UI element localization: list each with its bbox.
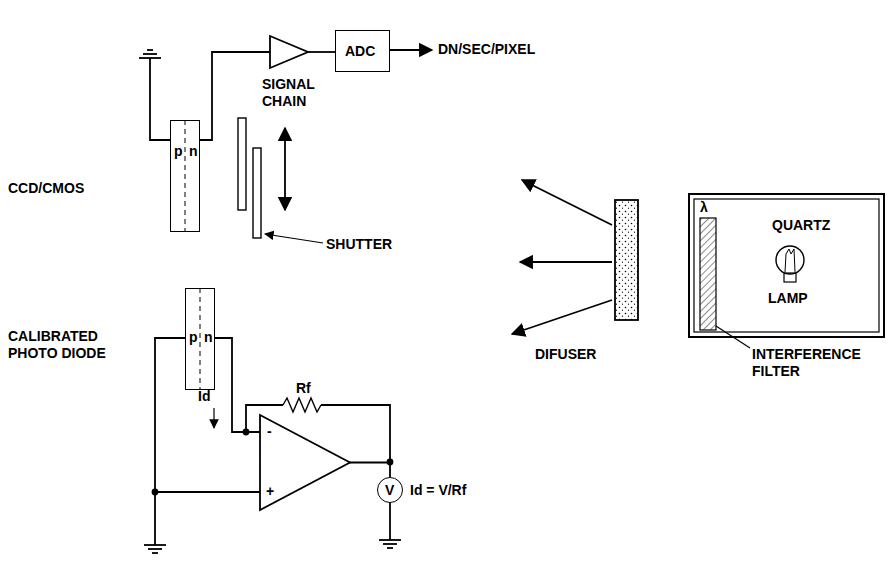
- wire: [150, 58, 170, 140]
- shutter-plate: [238, 118, 246, 210]
- output-label: DN/SEC/PIXEL: [438, 41, 535, 58]
- photo-diode: pn: [185, 288, 215, 390]
- node-text: LAMP: [768, 290, 808, 306]
- ground-symbol: [379, 540, 401, 548]
- lamp-housing: λQUARTZ LAMP: [688, 193, 885, 338]
- part-label: CCD/CMOS: [8, 180, 84, 197]
- leader-line: [265, 234, 323, 243]
- node-text: ADC: [345, 43, 375, 59]
- junction-dot: [153, 490, 158, 495]
- node-text: V: [385, 482, 394, 498]
- component-name: Rf: [296, 380, 311, 397]
- lamp-filament: [785, 249, 795, 272]
- housing-inner-frame: [694, 199, 879, 332]
- part-label: SHUTTER: [326, 236, 392, 253]
- junction-line: [185, 120, 186, 232]
- signal-name: Id: [198, 388, 210, 405]
- output-arrow: [390, 49, 432, 51]
- motion-arrow: [284, 128, 286, 210]
- node-text: p: [189, 329, 198, 345]
- lamp-base: [784, 273, 796, 282]
- op-amp: -+: [260, 415, 350, 510]
- diffuser-plate: [615, 200, 638, 320]
- wire: [308, 51, 335, 53]
- interference-filter: [700, 218, 716, 330]
- part-label: DIFUSER: [535, 346, 596, 363]
- wire: [155, 491, 260, 493]
- node-text: n: [189, 143, 198, 159]
- wire-connector: [215, 338, 260, 432]
- light-ray: [512, 300, 612, 334]
- ccd-diode: pn: [170, 120, 200, 232]
- part-label: CALIBRATED PHOTO DIODE: [8, 328, 138, 362]
- ground-symbol: [144, 545, 166, 553]
- light-ray: [520, 261, 612, 263]
- wire: [389, 503, 391, 540]
- node-text: p: [174, 143, 183, 159]
- amplifier-symbol: [270, 36, 308, 68]
- node-text: QUARTZ: [772, 217, 830, 233]
- opamp-triangle: [260, 415, 350, 510]
- part-label: INTERFERENCE FILTER: [752, 346, 872, 380]
- light-ray: [522, 180, 612, 225]
- node-text: n: [204, 329, 213, 345]
- shutter-plate: [253, 148, 261, 238]
- node-text: λ: [700, 199, 708, 215]
- wire: [246, 405, 283, 432]
- voltmeter: V: [377, 477, 403, 503]
- wire: [155, 338, 185, 545]
- wire: [200, 52, 270, 140]
- node-text: -: [267, 423, 272, 439]
- adc-box: ADC: [335, 30, 390, 72]
- wire-connector: [349, 463, 390, 478]
- lamp-bulb: [776, 246, 804, 274]
- formula: Id = V/Rf: [410, 482, 466, 499]
- junction-line: [200, 288, 201, 390]
- resistor-symbol: [283, 398, 321, 412]
- node-text: +: [266, 483, 274, 499]
- current-arrow: [213, 408, 214, 428]
- part-label: SIGNAL CHAIN: [262, 76, 342, 110]
- ground-symbol: [139, 50, 161, 58]
